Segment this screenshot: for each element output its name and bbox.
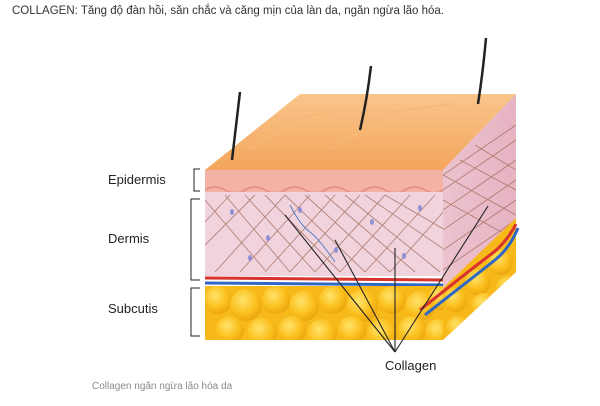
artery	[204, 276, 444, 282]
hair	[476, 37, 488, 105]
side-collagen-fibers	[443, 124, 516, 271]
surface-wrinkle	[249, 109, 341, 151]
skin-surface	[205, 94, 516, 170]
collagen-pointer-lines	[284, 205, 489, 353]
label-subcutis: Subcutis	[108, 301, 158, 316]
fat-cells	[205, 286, 443, 340]
hair	[358, 65, 373, 131]
side-artery	[419, 223, 518, 312]
side-vein	[424, 227, 520, 317]
layer-brackets	[190, 168, 200, 337]
nerve-fiber	[289, 204, 336, 263]
hair	[230, 91, 242, 161]
label-epidermis: Epidermis	[108, 172, 166, 187]
label-dermis: Dermis	[108, 231, 150, 246]
epidermis-wave	[204, 186, 444, 194]
image-caption: Collagen ngăn ngừa lão hóa da	[92, 381, 233, 392]
dermis-cells	[230, 205, 422, 261]
surface-wrinkle	[329, 103, 451, 151]
label-collagen: Collagen	[385, 358, 436, 373]
epidermis-layer	[205, 170, 443, 192]
vein	[204, 281, 444, 287]
article-headline: COLLAGEN: Tăng độ đàn hồi, săn chắc và c…	[12, 5, 444, 17]
